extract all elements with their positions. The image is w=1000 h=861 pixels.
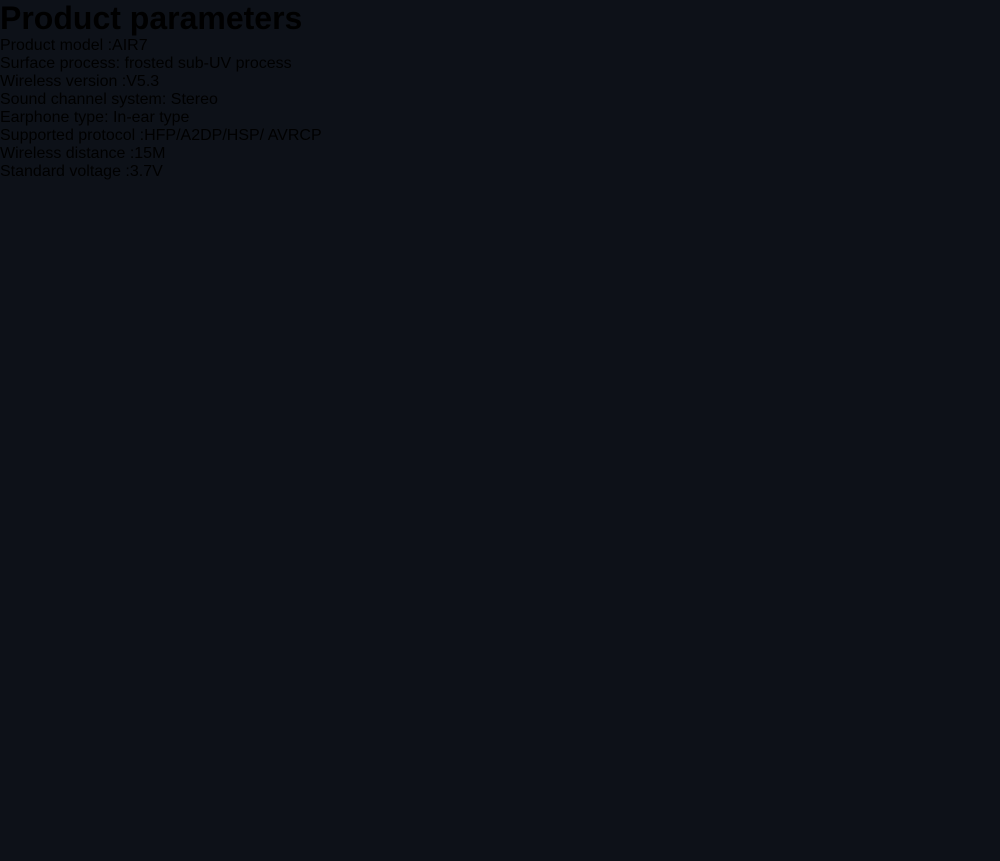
top-edge-artifact — [0, 0, 1000, 5]
param-earphone-type: Earphone type: In-ear type — [0, 109, 190, 126]
page-title: Product parameters — [0, 0, 303, 36]
param-sound-channel-system: Sound channel system: Stereo — [0, 91, 218, 108]
table-row: Wireless distance :15M Standard voltage … — [0, 145, 1000, 181]
param-wireless-distance: Wireless distance :15M — [0, 145, 166, 162]
table-row: Earphone type: In-ear type Supported pro… — [0, 109, 1000, 145]
param-wireless-version: Wireless version :V5.3 — [0, 73, 160, 90]
param-product-model: Product model :AIR7 — [0, 37, 148, 54]
param-standard-voltage: Standard voltage :3.7V — [0, 163, 163, 180]
table-row: Wireless version :V5.3 Sound channel sys… — [0, 73, 1000, 109]
table-row: Product model :AIR7 Surface process: fro… — [0, 37, 1000, 73]
parameters-table: Product model :AIR7 Surface process: fro… — [0, 37, 1000, 181]
param-supported-protocol: Supported protocol :HFP/A2DP/HSP/ AVRCP — [0, 127, 322, 144]
param-surface-process: Surface process: frosted sub-UV process — [0, 55, 292, 72]
